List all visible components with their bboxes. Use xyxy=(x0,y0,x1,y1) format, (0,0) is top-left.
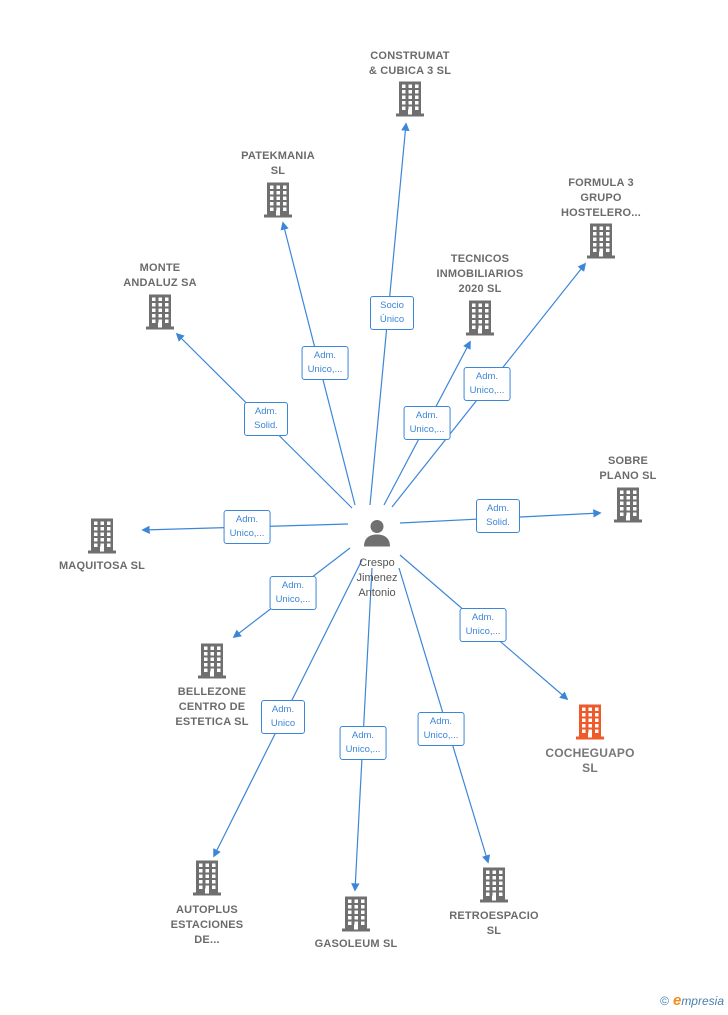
relation-label-monte[interactable]: Adm. Solid. xyxy=(244,402,288,436)
relation-label-construmat[interactable]: Socio Único xyxy=(370,296,414,330)
building-icon[interactable] xyxy=(575,704,605,745)
building-icon[interactable] xyxy=(263,182,293,223)
brand-name: mpresia xyxy=(681,994,724,1008)
building-icon[interactable] xyxy=(586,223,616,264)
footer-brand: ©empresia xyxy=(660,992,724,1009)
relation-label-cocheguapo[interactable]: Adm. Unico,... xyxy=(459,608,507,642)
building-icon[interactable] xyxy=(613,487,643,528)
company-label-cocheguapo[interactable]: COCHEGUAPO SL xyxy=(545,746,635,775)
person-name[interactable]: Crespo Jimenez Antonio xyxy=(356,557,398,599)
company-label-sobreplano[interactable]: SOBRE PLANO SL xyxy=(599,455,657,482)
relation-label-bellezone[interactable]: Adm. Unico,... xyxy=(269,576,317,610)
company-label-retroespacio[interactable]: RETROESPACIO SL xyxy=(449,910,539,937)
relation-label-tecnicos[interactable]: Adm. Unico,... xyxy=(403,406,451,440)
company-label-monte[interactable]: MONTE ANDALUZ SA xyxy=(123,262,197,289)
relation-label-gasoleum[interactable]: Adm. Unico,... xyxy=(339,726,387,760)
company-label-autoplus[interactable]: AUTOPLUS ESTACIONES DE... xyxy=(170,904,244,946)
building-icon[interactable] xyxy=(341,896,371,937)
company-label-tecnicos[interactable]: TECNICOS INMOBILIARIOS 2020 SL xyxy=(436,253,524,295)
building-icon[interactable] xyxy=(465,300,495,341)
building-icon[interactable] xyxy=(87,518,117,559)
relation-label-patekmania[interactable]: Adm. Unico,... xyxy=(301,346,349,380)
company-label-patekmania[interactable]: PATEKMANIA SL xyxy=(241,150,315,177)
building-icon[interactable] xyxy=(192,860,222,901)
relation-label-retroespacio[interactable]: Adm. Unico,... xyxy=(417,712,465,746)
relation-label-formula3[interactable]: Adm. Unico,... xyxy=(463,367,511,401)
person-icon[interactable] xyxy=(362,518,392,553)
relation-label-sobreplano[interactable]: Adm. Solid. xyxy=(476,499,520,533)
building-icon[interactable] xyxy=(395,81,425,122)
company-label-gasoleum[interactable]: GASOLEUM SL xyxy=(314,938,398,950)
building-icon[interactable] xyxy=(479,867,509,908)
building-icon[interactable] xyxy=(145,294,175,335)
copyright-symbol: © xyxy=(660,994,669,1008)
building-icon[interactable] xyxy=(197,643,227,684)
brand-initial: e xyxy=(672,992,682,1009)
relation-label-maquitosa[interactable]: Adm. Unico,... xyxy=(223,510,271,544)
company-label-formula3[interactable]: FORMULA 3 GRUPO HOSTELERO... xyxy=(560,177,642,219)
company-label-bellezone[interactable]: BELLEZONE CENTRO DE ESTETICA SL xyxy=(175,686,249,728)
company-label-maquitosa[interactable]: MAQUITOSA SL xyxy=(58,560,146,572)
company-label-construmat[interactable]: CONSTRUMAT & CUBICA 3 SL xyxy=(368,50,452,77)
relation-label-autoplus[interactable]: Adm. Unico xyxy=(261,700,305,734)
